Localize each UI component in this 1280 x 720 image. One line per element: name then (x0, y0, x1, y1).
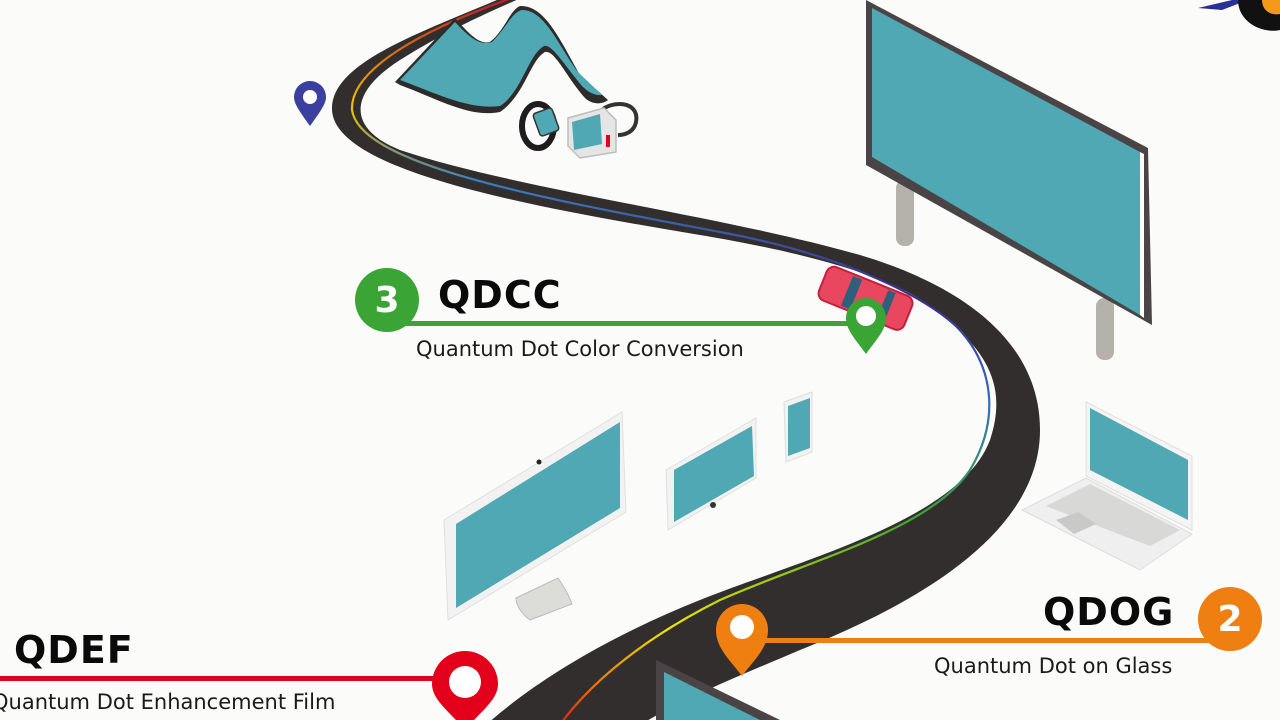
qdcc-connector-line (400, 321, 862, 326)
milestone-badge-2: 2 (1198, 587, 1262, 651)
laptop-icon (1020, 401, 1193, 571)
milestone-code-qdog: QDOG (1043, 590, 1175, 634)
destination-pin-icon (294, 81, 326, 126)
qdcc-pin-icon (846, 298, 886, 354)
qdef-connector-line (0, 676, 462, 681)
milestone-code-qdef: QDEF (14, 628, 134, 672)
qdog-connector-line (742, 638, 1212, 643)
milestone-badge-3: 3 (355, 268, 419, 332)
logo-icon (1198, 0, 1280, 31)
flexible-display-icon (395, 5, 608, 114)
milestone-name-qdef: Quantum Dot Enhancement Film (0, 690, 336, 714)
large-display-icon (656, 660, 780, 720)
qdog-pin-icon (716, 604, 768, 676)
road (331, 0, 1040, 720)
milestone-code-qdcc: QDCC (438, 273, 562, 317)
smartphone-icon (783, 391, 813, 463)
tablet-icon (665, 417, 757, 531)
smartwatch-icon (519, 101, 560, 151)
billboard-screen-icon (866, 0, 1152, 360)
vr-headset-icon (567, 101, 639, 159)
qdef-pin-icon (432, 651, 498, 720)
milestone-name-qdcc: Quantum Dot Color Conversion (416, 337, 744, 361)
milestone-name-qdog: Quantum Dot on Glass (934, 654, 1173, 678)
monitor-icon (443, 411, 627, 621)
